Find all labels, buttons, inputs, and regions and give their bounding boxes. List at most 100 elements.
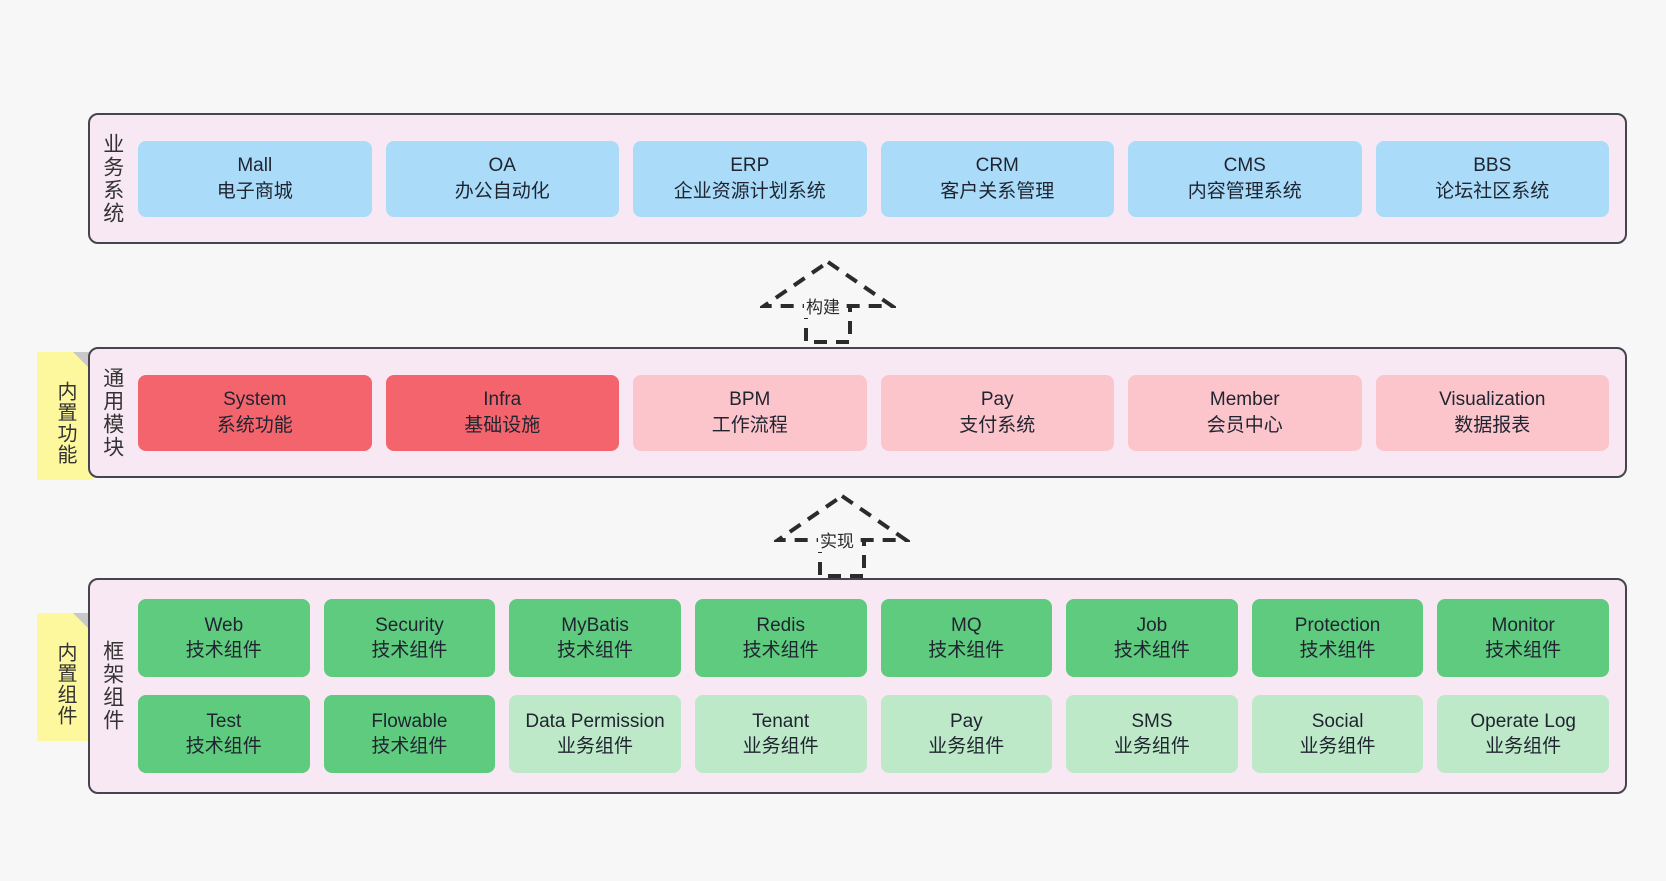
business-system-card[interactable]: ERP 企业资源计划系统 bbox=[633, 140, 867, 217]
framework-tech-component-card-name: MQ bbox=[951, 614, 982, 636]
framework-biz-component-card-desc: 业务组件 bbox=[742, 736, 819, 757]
connector-build: 构建 bbox=[757, 258, 899, 344]
framework-tech-component-card-desc: 技术组件 bbox=[1299, 640, 1376, 661]
business-system-card-name: CMS bbox=[1223, 155, 1266, 177]
common-module-card-desc: 工作流程 bbox=[711, 414, 788, 436]
layer-modules-body: System 系统功能 Infra 基础设施 BPM 工作流程 Pay 支付系统 Member 会… bbox=[134, 349, 1625, 476]
business-system-card-desc: 论坛社区系统 bbox=[1435, 180, 1550, 202]
framework-tech-component-card-desc: 技术组件 bbox=[1485, 640, 1562, 661]
framework-tech-component-card-name: Security bbox=[375, 614, 444, 636]
framework-biz-component-card-name: Flowable bbox=[371, 710, 448, 732]
business-system-card-name: OA bbox=[488, 155, 516, 177]
framework-biz-component-card-name: Social bbox=[1311, 710, 1364, 732]
business-system-card[interactable]: CMS 内容管理系统 bbox=[1128, 140, 1362, 217]
common-module-card-name: Member bbox=[1209, 389, 1280, 411]
framework-tech-component-card-name: Web bbox=[204, 614, 244, 636]
note-builtin-components-label: 内置组件 bbox=[54, 642, 76, 726]
framework-tech-component-card[interactable]: MyBatis 技术组件 bbox=[509, 599, 681, 677]
framework-tech-component-card[interactable]: Job 技术组件 bbox=[1066, 599, 1238, 677]
note-builtin-functions: 内置功能 bbox=[37, 352, 93, 480]
framework-biz-component-card-desc: 技术组件 bbox=[371, 736, 448, 757]
framework-biz-component-card-desc: 业务组件 bbox=[928, 736, 1005, 757]
framework-tech-component-card-desc: 技术组件 bbox=[1113, 640, 1190, 661]
layer-business-body: Mall 电子商城 OA 办公自动化 ERP 企业资源计划系统 CRM 客户关系管理 CMS 内容… bbox=[134, 115, 1625, 242]
framework-tech-component-card-name: Job bbox=[1136, 614, 1168, 636]
common-module-card[interactable]: Visualization 数据报表 bbox=[1375, 374, 1609, 451]
framework-biz-component-card[interactable]: Operate Log 业务组件 bbox=[1437, 695, 1609, 773]
framework-tech-component-card[interactable]: Monitor 技术组件 bbox=[1437, 599, 1609, 677]
framework-biz-component-card[interactable]: Tenant 业务组件 bbox=[694, 695, 867, 773]
layer-modules-title: 通用模块 bbox=[100, 366, 124, 459]
common-module-card-desc: 会员中心 bbox=[1206, 414, 1283, 436]
framework-tech-component-card[interactable]: MQ 技术组件 bbox=[880, 599, 1053, 677]
layer-business-title: 业务系统 bbox=[100, 132, 124, 225]
business-system-card-desc: 客户关系管理 bbox=[940, 180, 1055, 202]
framework-biz-component-card[interactable]: Test 技术组件 bbox=[138, 695, 310, 773]
framework-biz-component-card-desc: 技术组件 bbox=[185, 736, 262, 757]
framework-tech-component-card[interactable]: Web 技术组件 bbox=[138, 599, 310, 677]
framework-tech-component-card-name: MyBatis bbox=[561, 614, 629, 636]
common-module-card-desc: 数据报表 bbox=[1454, 414, 1531, 436]
connector-implement: 实现 bbox=[771, 492, 913, 578]
common-module-card-name: Visualization bbox=[1439, 389, 1546, 411]
business-system-card-desc: 办公自动化 bbox=[454, 180, 550, 202]
framework-tech-component-card-desc: 技术组件 bbox=[557, 640, 634, 661]
business-row: Mall 电子商城 OA 办公自动化 ERP 企业资源计划系统 CRM 客户关系管理 CMS 内容… bbox=[138, 140, 1609, 217]
note-builtin-components: 内置组件 bbox=[37, 613, 93, 741]
framework-biz-component-card-desc: 业务组件 bbox=[1113, 736, 1190, 757]
business-system-card[interactable]: OA 办公自动化 bbox=[385, 140, 619, 217]
framework-tech-component-card-desc: 技术组件 bbox=[742, 640, 819, 661]
framework-tech-component-card-name: Protection bbox=[1294, 614, 1381, 636]
common-module-card-desc: 系统功能 bbox=[216, 414, 293, 436]
business-system-card-name: ERP bbox=[730, 155, 770, 177]
common-module-card[interactable]: Pay 支付系统 bbox=[880, 374, 1114, 451]
business-system-card[interactable]: CRM 客户关系管理 bbox=[880, 140, 1114, 217]
common-module-card-name: System bbox=[223, 389, 287, 411]
common-module-card-desc: 基础设施 bbox=[464, 414, 541, 436]
common-module-card[interactable]: System 系统功能 bbox=[138, 374, 372, 451]
framework-biz-component-card-name: Data Permission bbox=[525, 710, 665, 732]
common-module-card[interactable]: Member 会员中心 bbox=[1128, 374, 1362, 451]
framework-tech-component-card[interactable]: Redis 技术组件 bbox=[694, 599, 867, 677]
framework-tech-component-card[interactable]: Protection 技术组件 bbox=[1251, 599, 1424, 677]
layer-business-systems: 业务系统 Mall 电子商城 OA 办公自动化 ERP 企业资源计划系统 CRM 客户关系管理… bbox=[88, 113, 1627, 244]
framework-biz-component-card-name: SMS bbox=[1131, 710, 1173, 732]
framework-biz-component-card-name: Test bbox=[206, 710, 242, 732]
common-module-card-name: Pay bbox=[980, 389, 1014, 411]
connector-build-label: 构建 bbox=[804, 293, 842, 318]
business-system-card-desc: 企业资源计划系统 bbox=[673, 180, 826, 202]
framework-biz-component-card[interactable]: SMS 业务组件 bbox=[1066, 695, 1238, 773]
framework-tech-component-card-desc: 技术组件 bbox=[928, 640, 1005, 661]
common-module-card[interactable]: BPM 工作流程 bbox=[633, 374, 867, 451]
framework-biz-component-card-name: Pay bbox=[949, 710, 983, 732]
framework-biz-component-card[interactable]: Pay 业务组件 bbox=[880, 695, 1053, 773]
framework-biz-component-card-name: Tenant bbox=[752, 710, 810, 732]
business-system-card-desc: 电子商城 bbox=[216, 180, 293, 202]
framework-tech-component-card-desc: 技术组件 bbox=[185, 640, 262, 661]
common-module-card-name: Infra bbox=[483, 389, 522, 411]
business-system-card-name: Mall bbox=[237, 155, 273, 177]
framework-tech-component-card-name: Redis bbox=[756, 614, 805, 636]
business-system-card-name: BBS bbox=[1473, 155, 1512, 177]
layer-common-modules: 通用模块 System 系统功能 Infra 基础设施 BPM 工作流程 Pay 支付系统 Me… bbox=[88, 347, 1627, 478]
framework-biz-component-card-name: Operate Log bbox=[1470, 710, 1576, 732]
framework-biz-component-card[interactable]: Flowable 技术组件 bbox=[323, 695, 496, 773]
common-module-card-desc: 支付系统 bbox=[959, 414, 1036, 436]
framework-biz-component-card-desc: 业务组件 bbox=[1485, 736, 1562, 757]
business-system-card-desc: 内容管理系统 bbox=[1187, 180, 1302, 202]
framework-tech-component-card[interactable]: Security 技术组件 bbox=[323, 599, 496, 677]
connector-implement-label: 实现 bbox=[818, 527, 856, 552]
business-system-card[interactable]: Mall 电子商城 bbox=[138, 140, 372, 217]
framework-tech-component-card-name: Monitor bbox=[1491, 614, 1555, 636]
common-module-card[interactable]: Infra 基础设施 bbox=[385, 374, 619, 451]
framework-tech-component-card-desc: 技术组件 bbox=[371, 640, 448, 661]
business-system-card-name: CRM bbox=[975, 155, 1019, 177]
business-system-card[interactable]: BBS 论坛社区系统 bbox=[1375, 140, 1609, 217]
common-module-card-name: BPM bbox=[729, 389, 771, 411]
